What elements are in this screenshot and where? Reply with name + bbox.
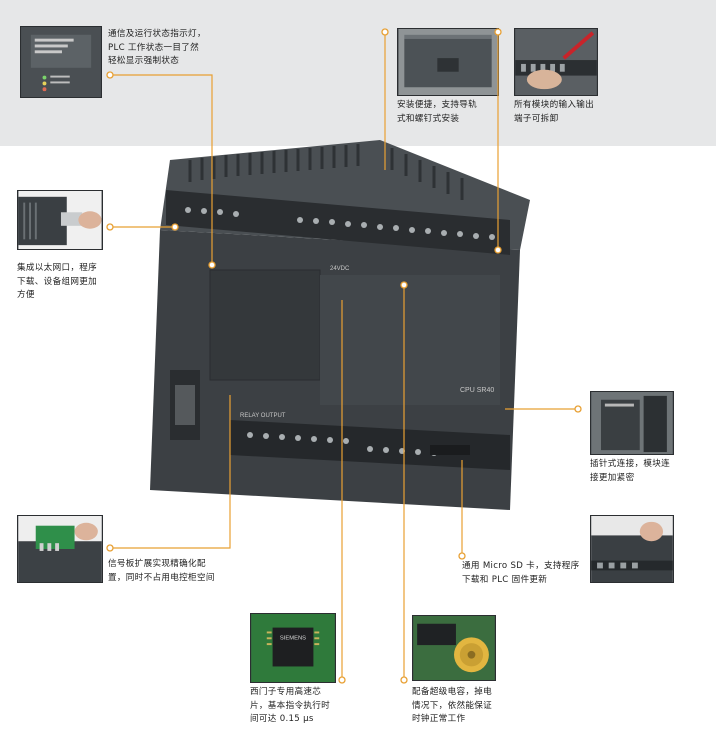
caption-signal-board: 信号板扩展实现精确化配 置，同时不占用电控柜空间 [108, 559, 215, 583]
rail-mount-photo [397, 28, 499, 96]
caption-asic-chip: 西门子专用高速芯 片，基本指令执行时 间可达 0.15 μs [250, 687, 331, 724]
terminal-removal-photo [514, 28, 598, 96]
signal-board-photo [17, 515, 103, 583]
ethernet-photo [17, 190, 103, 250]
plug-connect-photo [590, 391, 674, 455]
asic-chip-photo: SIEMENS [250, 613, 336, 683]
plc-cpu-illustration: CPU SR40 24VDC RELAY OUTPUT [130, 130, 550, 510]
micro-sd-photo [590, 515, 674, 583]
caption-status-led: 通信及运行状态指示灯， PLC 工作状态一目了然 轻松显示强制状态 [108, 29, 206, 66]
status-led-photo [20, 26, 102, 98]
caption-removable-terminals: 所有模块的输入输出 端子可拆卸 [514, 100, 595, 124]
chip-brand-label: SIEMENS [280, 635, 306, 641]
caption-supercap: 配备超级电容，掉电 情况下，依然能保证 时钟正常工作 [412, 687, 493, 724]
cpu-model-label: CPU SR40 [460, 387, 494, 394]
relay-output-label: RELAY OUTPUT [240, 413, 286, 419]
caption-micro-sd: 通用 Micro SD 卡，支持程序 下载和 PLC 固件更新 [462, 561, 580, 585]
caption-rail-mount: 安装便捷，支持导轨 式和螺钉式安装 [397, 100, 478, 124]
caption-ethernet: 集成以太网口，程序 下载、设备组网更加 方便 [17, 263, 98, 300]
voltage-label: 24VDC [330, 266, 350, 272]
caption-plug-connect: 插针式连接，模块连 接更加紧密 [590, 459, 671, 483]
supercap-photo [412, 615, 496, 681]
